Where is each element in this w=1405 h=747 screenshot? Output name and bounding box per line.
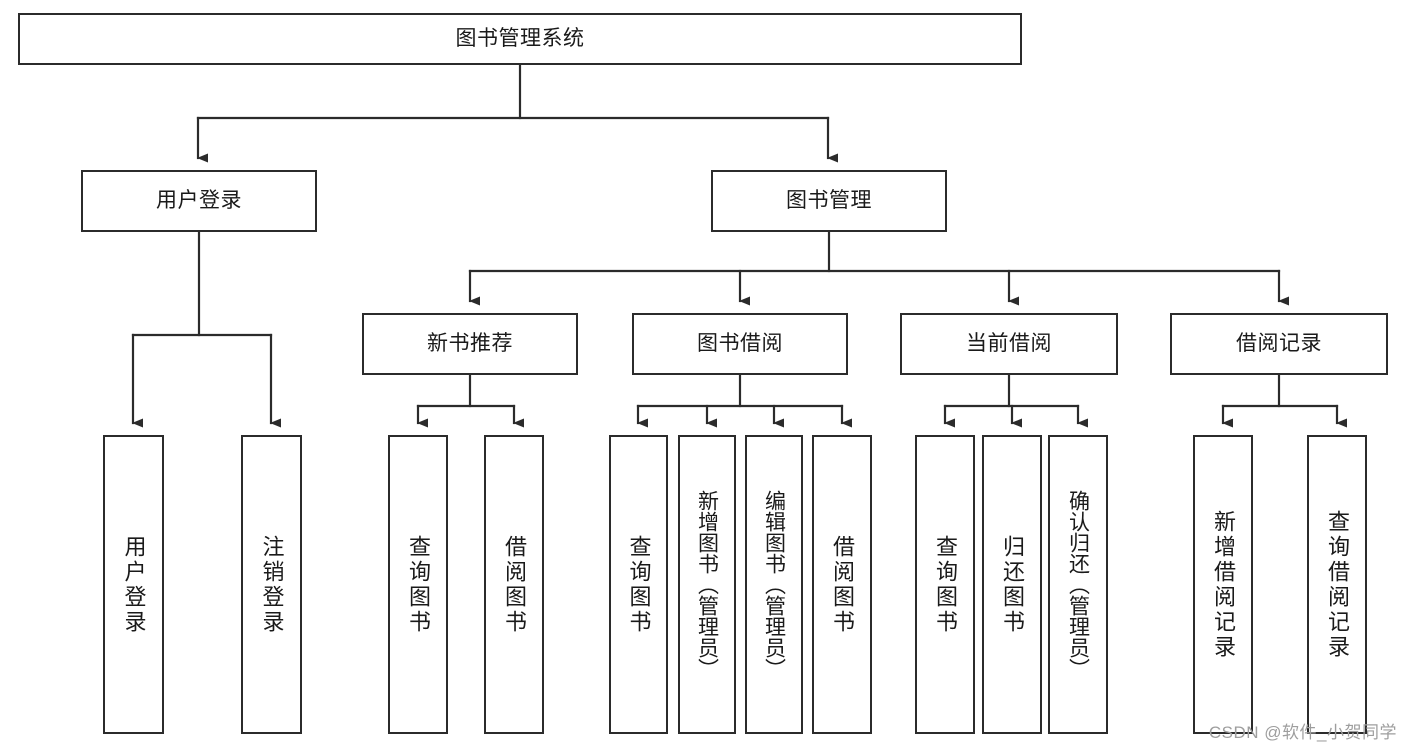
node-root[interactable]: 图书管理系统 (18, 13, 1022, 65)
node-query-borrow-record[interactable]: 查询借阅记录 (1307, 435, 1367, 734)
node-book-management[interactable]: 图书管理 (711, 170, 947, 232)
node-query-borrow-record-label: 查询借阅记录 (1325, 509, 1350, 660)
node-confirm-return-admin-label: 确认归还（管理员） (1066, 490, 1090, 679)
node-add-book-admin-label: 新增图书（管理员） (695, 490, 719, 679)
node-borrow-book[interactable]: 借阅图书 (812, 435, 872, 734)
node-borrow-book-recommend[interactable]: 借阅图书 (484, 435, 544, 734)
node-root-label: 图书管理系统 (455, 26, 585, 50)
node-user-login-leaf-label: 用户登录 (121, 534, 147, 635)
node-book-management-label: 图书管理 (786, 188, 872, 212)
node-logout-leaf-label: 注销登录 (259, 534, 285, 635)
node-query-book-recommend[interactable]: 查询图书 (388, 435, 448, 734)
node-return-book[interactable]: 归还图书 (982, 435, 1042, 734)
node-edit-book-admin-label: 编辑图书（管理员） (762, 490, 786, 679)
node-query-book-current-label: 查询图书 (933, 534, 958, 635)
node-add-book-admin[interactable]: 新增图书（管理员） (678, 435, 736, 734)
node-borrow-record[interactable]: 借阅记录 (1170, 313, 1388, 375)
node-confirm-return-admin[interactable]: 确认归还（管理员） (1048, 435, 1108, 734)
node-query-book-borrow[interactable]: 查询图书 (609, 435, 668, 734)
node-edit-book-admin[interactable]: 编辑图书（管理员） (745, 435, 803, 734)
node-add-borrow-record-label: 新增借阅记录 (1211, 509, 1236, 660)
node-user-login[interactable]: 用户登录 (81, 170, 317, 232)
node-book-borrow-label: 图书借阅 (697, 331, 783, 355)
node-logout-leaf[interactable]: 注销登录 (241, 435, 302, 734)
node-borrow-book-recommend-label: 借阅图书 (502, 534, 527, 635)
node-query-book-current[interactable]: 查询图书 (915, 435, 975, 734)
node-return-book-label: 归还图书 (1000, 534, 1025, 635)
node-new-book-recommend-label: 新书推荐 (427, 331, 513, 355)
node-current-borrow-label: 当前借阅 (966, 331, 1052, 355)
node-query-book-borrow-label: 查询图书 (626, 534, 652, 635)
node-book-borrow[interactable]: 图书借阅 (632, 313, 848, 375)
node-query-book-recommend-label: 查询图书 (406, 534, 431, 635)
node-add-borrow-record[interactable]: 新增借阅记录 (1193, 435, 1253, 734)
node-borrow-record-label: 借阅记录 (1236, 331, 1322, 355)
node-current-borrow[interactable]: 当前借阅 (900, 313, 1118, 375)
node-borrow-book-label: 借阅图书 (830, 534, 855, 635)
node-new-book-recommend[interactable]: 新书推荐 (362, 313, 578, 375)
node-user-login-leaf[interactable]: 用户登录 (103, 435, 164, 734)
node-user-login-label: 用户登录 (156, 188, 242, 212)
